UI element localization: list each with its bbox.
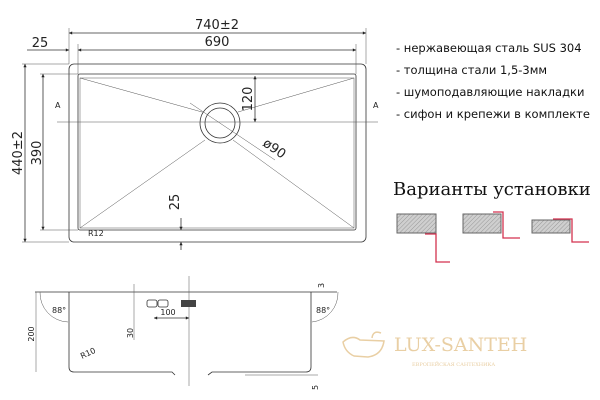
dim-bottom-offset: 25 [168, 194, 183, 211]
top-view: 740±2 690 25 440±2 390 120 ø90 25 R12 A … [11, 18, 379, 250]
install-title: Варианты установки [393, 179, 591, 200]
install-undermount-icon [396, 213, 450, 263]
install-topmount-icon [531, 218, 589, 243]
feature-item: - толщина стали 1,5-3мм [396, 63, 547, 77]
feature-list: - нержавеющая сталь SUS 304 - толщина ст… [396, 41, 590, 121]
dim-bowl-depth: 390 [30, 141, 45, 166]
dim-overflow-distance: 100 [160, 308, 175, 317]
drain-icon [181, 300, 196, 307]
dim-rim-offset: 25 [32, 36, 49, 51]
dim-overall-width: 740±2 [195, 18, 239, 33]
dim-height: 200 [27, 326, 36, 341]
dim-drain-offset: 120 [241, 87, 256, 112]
logo-name: LUX-SANTEH [394, 334, 527, 356]
dim-corner-radius: R12 [88, 229, 104, 238]
drain-outer [199, 102, 241, 144]
dim-rim-thickness: 3 [317, 283, 326, 288]
feature-item: - шумоподавляющие накладки [396, 85, 584, 99]
dim-bottom-step: 5 [311, 385, 320, 390]
install-options: Варианты установки [393, 179, 591, 263]
dim-overflow-height: 30 [126, 328, 135, 338]
dim-angle-left: 88° [52, 306, 66, 315]
dim-angle-right: 88° [316, 306, 330, 315]
section-mark-left: A [55, 101, 61, 110]
logo-tagline: ЕВРОПЕЙСКАЯ САНТЕХНИКА [412, 360, 495, 368]
feature-item: - нержавеющая сталь SUS 304 [396, 41, 582, 55]
section-mark-right: A [373, 101, 379, 110]
feature-item: - сифон и крепежи в комплекте [396, 107, 590, 121]
bathtub-icon [342, 331, 385, 358]
overflow-icon [146, 299, 158, 308]
dim-bowl-width: 690 [205, 35, 230, 50]
dim-overall-depth: 440±2 [11, 131, 26, 175]
dim-drain-diameter: ø90 [260, 136, 289, 162]
side-view: 200 88° 88° 30 100 3 5 R10 [27, 276, 339, 390]
brand-logo: LUX-SANTEH ЕВРОПЕЙСКАЯ САНТЕХНИКА [342, 331, 527, 368]
sink-bowl [77, 73, 357, 231]
dim-bottom-radius: R10 [79, 346, 97, 361]
install-flush-icon [462, 211, 520, 239]
drain-inner [204, 107, 236, 139]
sink-outer-rim [68, 63, 367, 243]
